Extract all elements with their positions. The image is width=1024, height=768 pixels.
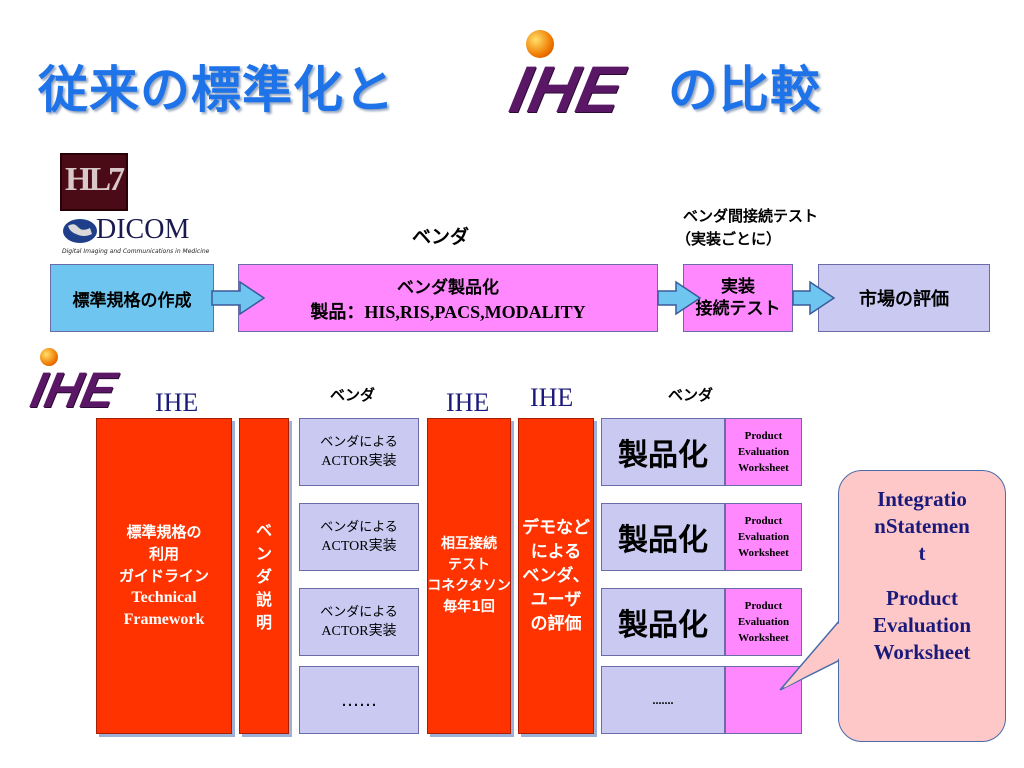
product-more-box: .......	[601, 666, 725, 734]
technical-framework-box: 標準規格の 利用 ガイドライン Technical Framework	[96, 418, 232, 734]
pew-line: Product	[744, 600, 783, 612]
pew-line: Worksheet	[738, 547, 789, 559]
market-evaluation-box: 市場の評価	[818, 264, 990, 332]
actor-line2: ACTOR実装	[321, 539, 397, 554]
product-more-label: .......	[652, 692, 674, 707]
vendor-explain-char: ダ	[255, 566, 272, 586]
globe-icon	[63, 219, 97, 243]
vendor-explain-char: ン	[255, 543, 272, 563]
pew-line: Product	[744, 430, 783, 442]
actor-more-box: ……	[299, 666, 419, 734]
title-suffix: の比較	[668, 61, 821, 119]
pew-box: Product Evaluation Worksheet	[725, 503, 802, 571]
callout-line: nStatemen	[874, 514, 970, 538]
framework-line: 標準規格の	[126, 523, 202, 541]
pew-line: Evaluation	[737, 446, 790, 458]
hl7-logo-text: HL7	[65, 161, 125, 198]
ihe-label-framework: IHE	[155, 388, 199, 417]
demo-line: による	[530, 542, 582, 562]
callout-text: Integratio nStatemen t Product Evaluatio…	[844, 486, 1000, 666]
callout-pointer-cover	[784, 622, 840, 688]
arrow-icon	[657, 280, 702, 316]
pew-box: Product Evaluation Worksheet	[725, 418, 802, 486]
callout-line: Evaluation	[872, 613, 972, 637]
connectathon-line: テスト	[448, 557, 490, 573]
pew-more-box	[725, 666, 802, 734]
standard-creation-label: 標準規格の作成	[72, 290, 192, 311]
demo-evaluation-box: デモなど による ベンダ、 ユーザ の評価	[518, 418, 594, 734]
connect-test-label: 接続テスト	[695, 299, 781, 319]
product-box: 製品化	[601, 503, 725, 571]
connect-test-label-1: ベンダ間接続テスト	[683, 207, 819, 225]
callout-line: Worksheet	[873, 640, 971, 664]
product-box: 製品化	[601, 588, 725, 656]
arrow-icon	[792, 280, 836, 316]
title-prefix: 従来の標準化と	[38, 61, 395, 119]
pew-box: Product Evaluation Worksheet	[725, 588, 802, 656]
vendor-productization-line1: ベンダ製品化	[397, 277, 499, 298]
connectathon-line: 相互接続	[441, 536, 497, 552]
actor-line1: ベンダによる	[320, 520, 398, 535]
actor-implementation-box: ベンダによる ACTOR実装	[299, 588, 419, 656]
framework-line: 利用	[148, 545, 179, 563]
demo-line: ユーザ	[530, 590, 582, 610]
dicom-text: DICOM	[96, 214, 190, 245]
pew-line: Evaluation	[737, 616, 790, 628]
demo-line: の評価	[530, 614, 582, 634]
standard-creation-box: 標準規格の作成	[50, 264, 214, 332]
dicom-tagline: Digital Imaging and Communications in Me…	[62, 248, 210, 255]
vendor-explanation-box: ベ ン ダ 説 明	[239, 418, 289, 734]
product-label: 製品化	[618, 438, 708, 473]
pew-line: Evaluation	[737, 531, 790, 543]
vendor-explain-char: 説	[255, 589, 272, 609]
pew-line: Worksheet	[738, 462, 789, 474]
vendor-label-actor: ベンダ	[330, 386, 376, 404]
actor-line1: ベンダによる	[320, 605, 398, 620]
pew-line: Worksheet	[738, 632, 789, 644]
ihe-label-demo: IHE	[530, 383, 574, 412]
ihe-flow-logo-text: IHE	[26, 362, 122, 418]
connectathon-box: 相互接続 テスト コネクタソン 毎年1回	[427, 418, 511, 734]
callout-bubble	[838, 470, 1006, 742]
actor-implementation-box: ベンダによる ACTOR実装	[299, 503, 419, 571]
page-title: 従来の標準化と	[38, 50, 395, 122]
framework-line: Framework	[123, 611, 205, 628]
logo-ball-icon	[526, 30, 554, 58]
vendor-explain-char: ベ	[255, 520, 272, 540]
actor-line1: ベンダによる	[320, 435, 398, 450]
vendor-explain-char: 明	[255, 612, 272, 632]
actor-line2: ACTOR実装	[321, 454, 397, 469]
framework-line: ガイドライン	[118, 567, 209, 585]
framework-line: Technical	[131, 589, 197, 606]
logo-ball-icon	[40, 348, 58, 366]
callout-line: t	[918, 541, 926, 565]
vendor-label-product: ベンダ	[668, 386, 714, 404]
connect-test-label-2: （実装ごとに）	[676, 230, 782, 248]
actor-implementation-box: ベンダによる ACTOR実装	[299, 418, 419, 486]
top-vendor-label: ベンダ	[412, 226, 470, 248]
connectathon-line: コネクタソン	[427, 578, 511, 594]
ihe-flow-logo: IHE	[26, 348, 125, 423]
vendor-productization-line2: 製品：HIS,RIS,PACS,MODALITY	[310, 301, 586, 322]
demo-line: デモなど	[522, 518, 590, 538]
pew-line: Product	[744, 515, 783, 527]
actor-line2: ACTOR実装	[321, 624, 397, 639]
flow-arrows	[211, 280, 836, 316]
title-ihe-logo: IHE	[504, 30, 638, 126]
implementation-label: 実装	[721, 277, 755, 297]
demo-line: ベンダ、	[522, 566, 590, 586]
product-label: 製品化	[618, 523, 708, 558]
dicom-logo: DICOM Digital Imaging and Communications…	[60, 214, 215, 258]
actor-more-label: ……	[341, 689, 377, 711]
market-evaluation-label: 市場の評価	[859, 289, 949, 310]
connectathon-line: 毎年1回	[443, 599, 495, 615]
arrow-icon	[211, 280, 266, 316]
product-label: 製品化	[618, 608, 708, 643]
ihe-label-connectathon: IHE	[446, 388, 490, 417]
hl7-logo: HL7	[60, 153, 128, 211]
product-box: 製品化	[601, 418, 725, 486]
callout-line: Product	[886, 586, 958, 610]
callout-line: Integratio	[877, 487, 967, 511]
